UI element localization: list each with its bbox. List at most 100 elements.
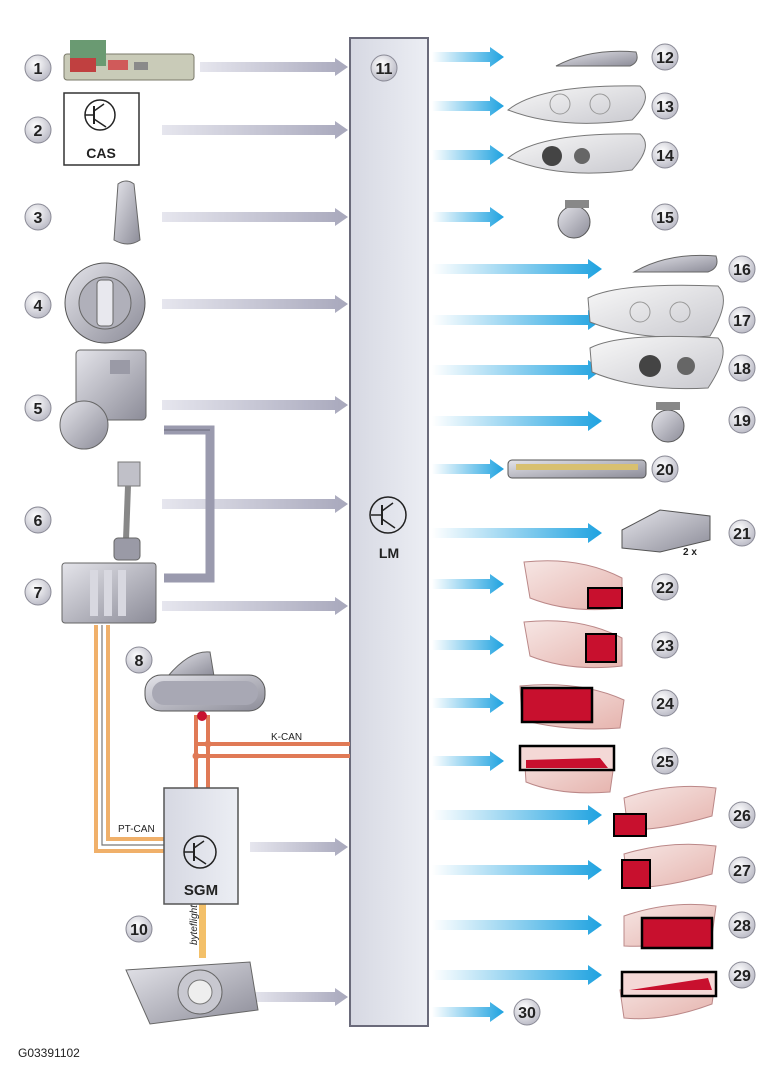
callout-8 xyxy=(125,646,153,674)
output-arrow-17 xyxy=(432,310,602,330)
output-arrow-25 xyxy=(432,751,504,771)
output-arrow-18 xyxy=(432,360,602,380)
tail-light-image-26 xyxy=(613,785,717,837)
svg-text:26: 26 xyxy=(733,808,751,825)
output-arrow-14 xyxy=(432,145,504,165)
callout-7 xyxy=(24,578,52,606)
svg-text:28: 28 xyxy=(733,918,751,935)
side-repeater-image-12 xyxy=(555,50,638,67)
headlight-image-18 xyxy=(589,335,724,390)
k-can-label: K-CAN xyxy=(271,732,302,743)
svg-text:13: 13 xyxy=(656,99,674,116)
input-arrow-5 xyxy=(162,396,348,414)
callout-27 xyxy=(728,856,756,884)
callout-3 xyxy=(24,203,52,231)
svg-text:2 x: 2 x xyxy=(683,547,697,558)
light-switch-image xyxy=(64,262,146,344)
callout-15 xyxy=(651,203,679,231)
dsc-unit-image xyxy=(59,349,147,450)
svg-text:30: 30 xyxy=(518,1005,536,1022)
engine-control-unit-image xyxy=(61,562,157,624)
input-arrow-6 xyxy=(162,495,348,513)
callout-10 xyxy=(125,915,153,943)
callout-29 xyxy=(728,961,756,989)
rearview-mirror-image xyxy=(144,651,266,712)
cas-module: CAS xyxy=(63,92,140,166)
svg-text:15: 15 xyxy=(656,210,674,227)
callouts-right: 12 13 14 15 16 17 18 19 20 21 22 23 24 2… xyxy=(513,43,756,1026)
k-can-bus xyxy=(194,715,350,788)
callout-1 xyxy=(24,54,52,82)
callout-17 xyxy=(728,306,756,334)
pt-can-bus xyxy=(94,625,164,853)
callout-22 xyxy=(651,573,679,601)
svg-text:CAS: CAS xyxy=(86,145,116,161)
svg-text:29: 29 xyxy=(733,968,751,985)
svg-text:4: 4 xyxy=(34,298,43,315)
callout-2 xyxy=(24,116,52,144)
document-id: G03391102 xyxy=(18,1046,80,1060)
byteflight-bus xyxy=(199,904,206,958)
svg-text:2: 2 xyxy=(34,123,43,140)
fog-lamp-image-15 xyxy=(557,200,591,239)
svg-text:11: 11 xyxy=(376,61,393,78)
svg-text:1: 1 xyxy=(34,61,43,78)
input-arrow-4 xyxy=(162,295,348,313)
callout-12 xyxy=(651,43,679,71)
svg-text:10: 10 xyxy=(130,922,148,939)
callout-25 xyxy=(651,747,679,775)
headlight-image-17 xyxy=(587,284,724,338)
svg-text:5: 5 xyxy=(34,401,43,418)
callout-21 xyxy=(728,519,756,547)
output-arrow-21 xyxy=(432,523,602,543)
fog-lamp-image-19 xyxy=(651,402,685,443)
output-arrows xyxy=(432,47,602,1022)
brake-pedal-image xyxy=(113,461,141,561)
svg-text:21: 21 xyxy=(733,526,751,543)
tail-light-image-24 xyxy=(519,684,625,730)
svg-text:19: 19 xyxy=(733,413,751,430)
input-arrow-3 xyxy=(162,208,348,226)
callout-26 xyxy=(728,801,756,829)
callout-23 xyxy=(651,631,679,659)
input-arrow-9 xyxy=(250,838,348,856)
output-arrow-24 xyxy=(432,693,504,713)
callout-20 xyxy=(651,455,679,483)
pt-can-label: PT-CAN xyxy=(118,824,155,835)
output-arrow-30 xyxy=(432,1002,504,1022)
callout-13 xyxy=(651,92,679,120)
output-arrow-20 xyxy=(432,459,504,479)
input-arrow-10 xyxy=(250,988,348,1006)
input-arrow-2 xyxy=(162,121,348,139)
svg-text:LM: LM xyxy=(379,545,399,561)
output-arrow-19 xyxy=(432,411,602,431)
input-arrow-1 xyxy=(200,58,348,76)
callout-24 xyxy=(651,689,679,717)
tail-light-image-25 xyxy=(518,744,616,794)
output-arrow-15 xyxy=(432,207,504,227)
svg-text:8: 8 xyxy=(135,653,144,670)
svg-text:22: 22 xyxy=(656,580,674,597)
output-arrow-28 xyxy=(432,915,602,935)
headlight-image-13 xyxy=(507,85,646,124)
input-arrow-7 xyxy=(162,597,348,615)
svg-text:27: 27 xyxy=(733,863,751,880)
callout-5 xyxy=(24,394,52,422)
callout-19 xyxy=(728,406,756,434)
svg-text:17: 17 xyxy=(733,313,751,330)
callout-6 xyxy=(24,506,52,534)
output-arrow-27 xyxy=(432,860,602,880)
svg-text:24: 24 xyxy=(656,696,674,713)
output-arrow-22 xyxy=(432,574,504,594)
svg-text:7: 7 xyxy=(34,585,43,602)
output-arrow-13 xyxy=(432,96,504,116)
svg-text:3: 3 xyxy=(34,210,43,227)
callout-11 xyxy=(370,54,398,82)
steering-column-switch-image xyxy=(125,961,259,1025)
byteflight-label: byteflight xyxy=(189,904,200,945)
svg-text:16: 16 xyxy=(733,262,751,279)
license-plate-light-image-21: 2 x xyxy=(621,509,711,558)
output-arrow-16 xyxy=(432,259,602,279)
output-arrow-26 xyxy=(432,805,602,825)
